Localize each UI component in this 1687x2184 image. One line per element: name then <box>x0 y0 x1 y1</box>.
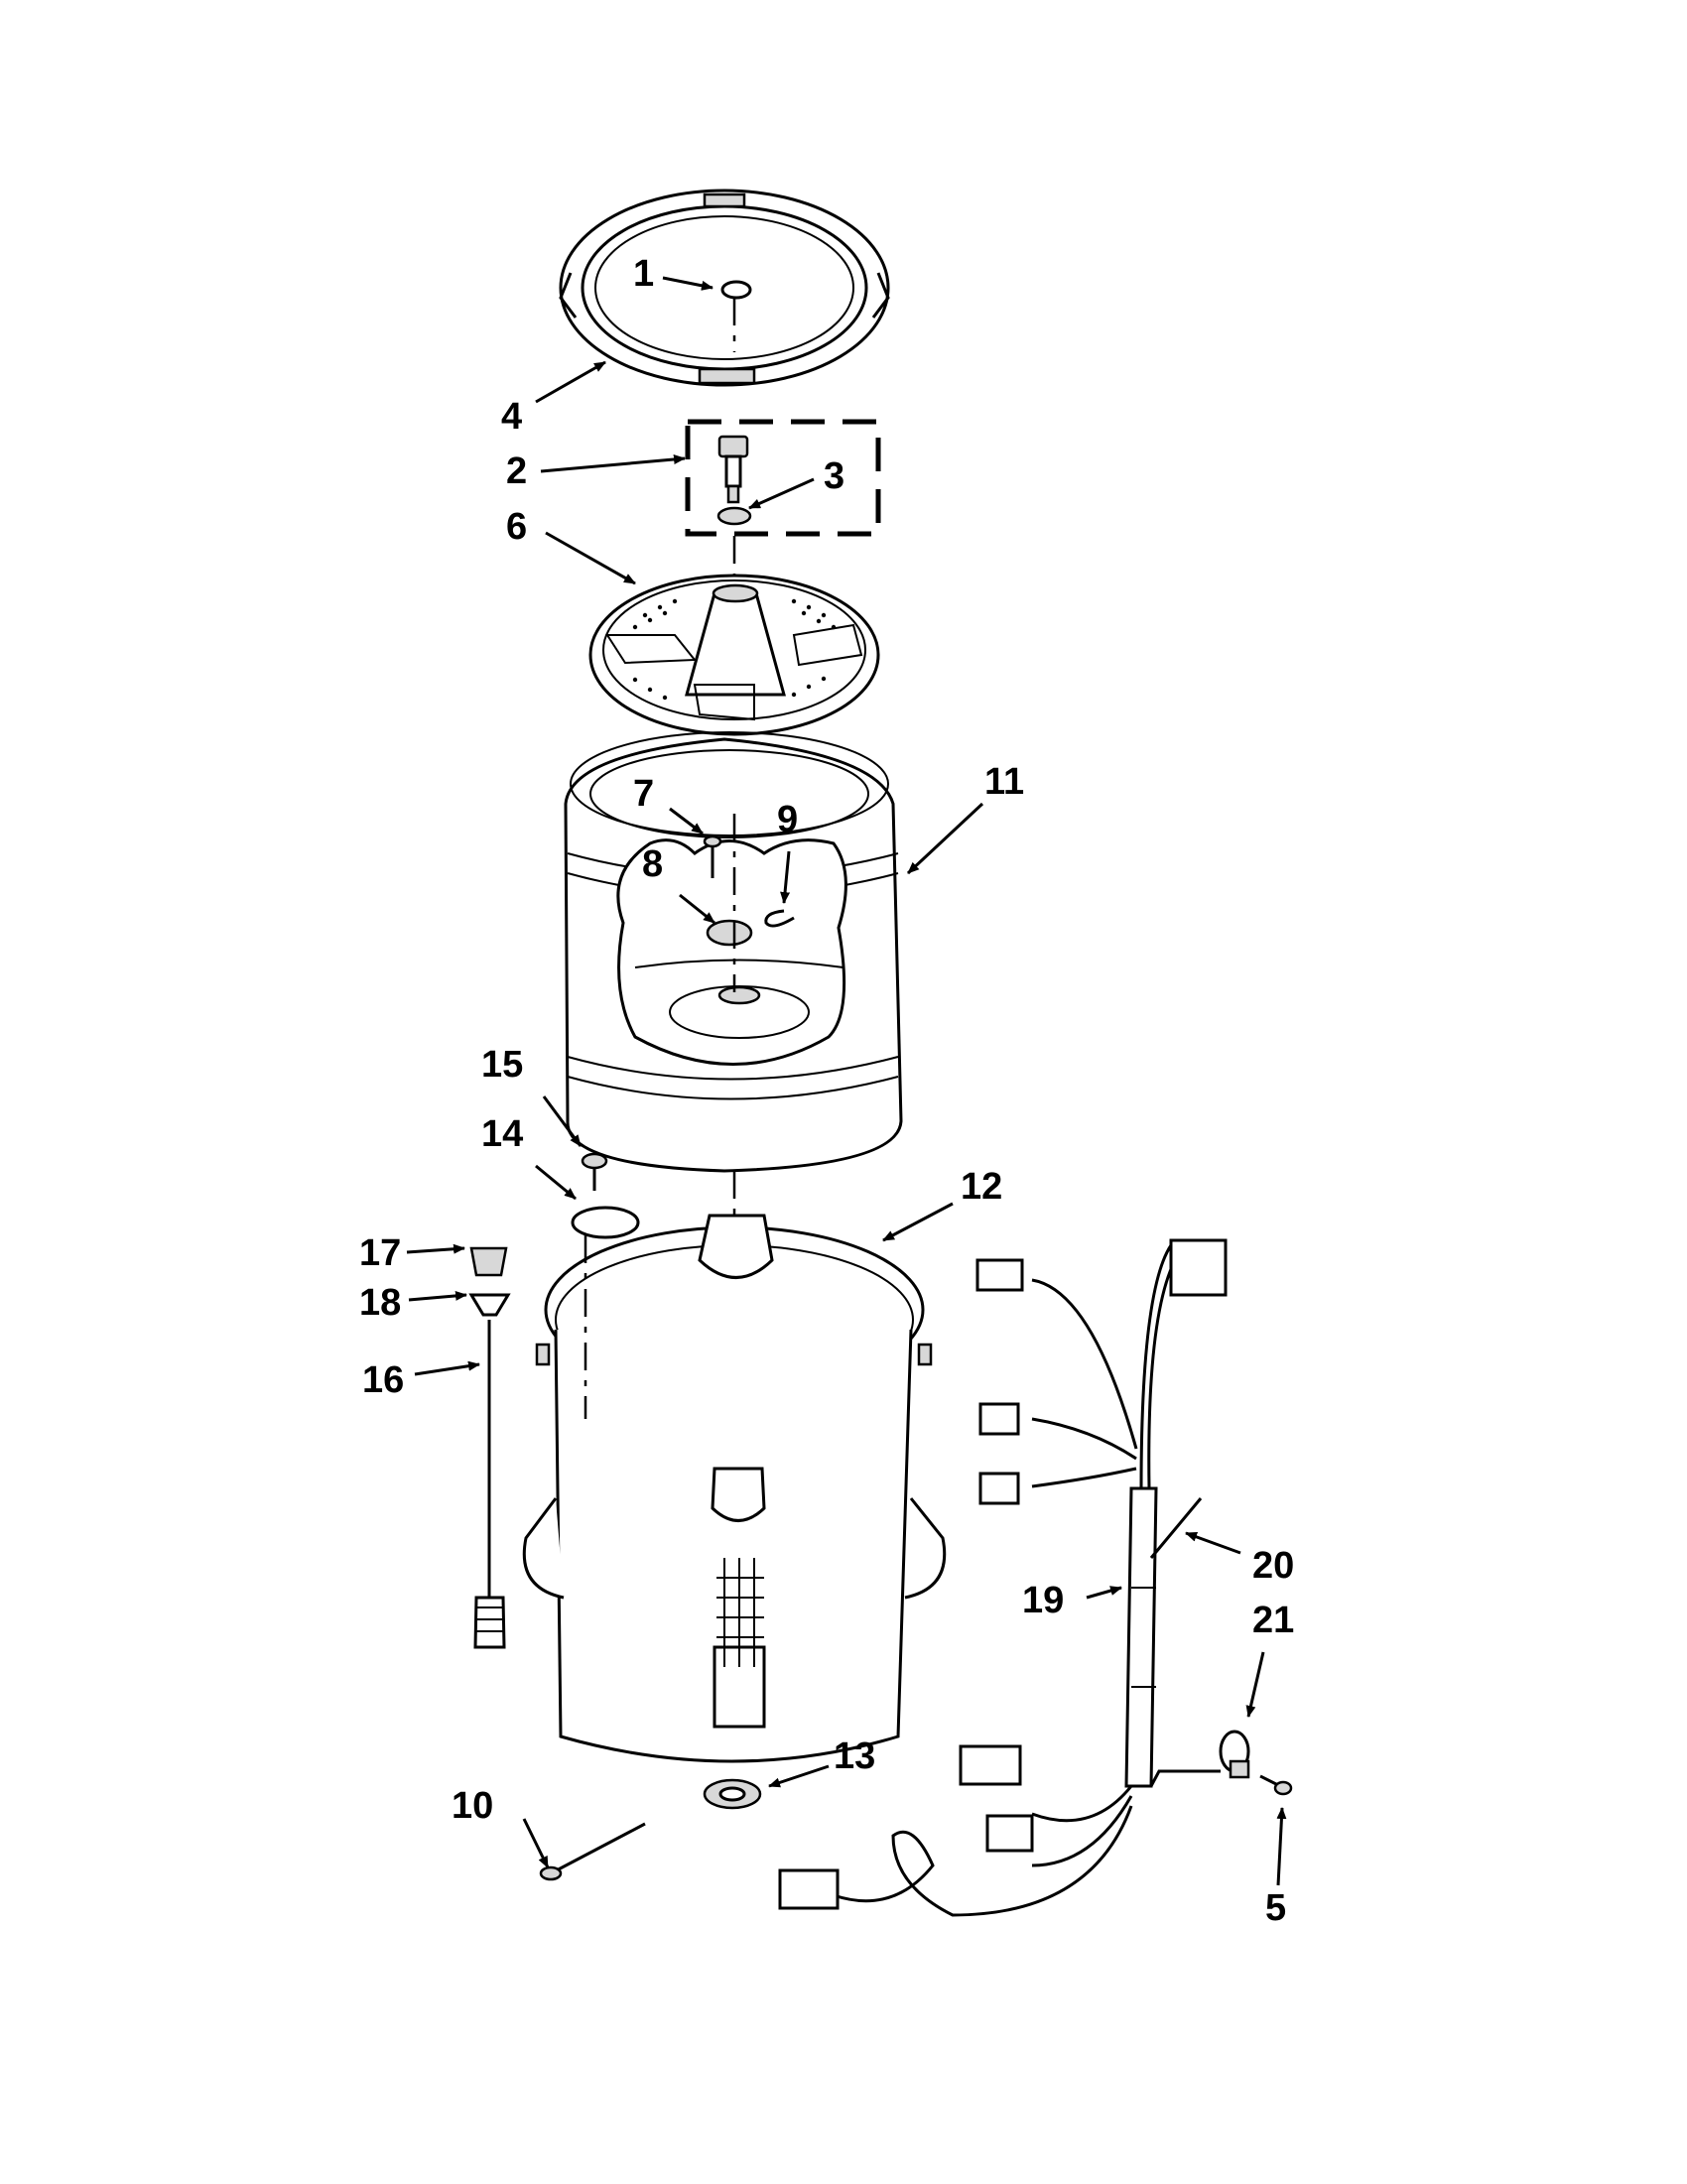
suspension-rod <box>473 1320 506 1649</box>
bracket-screw <box>581 1152 608 1191</box>
label-12: 12 <box>961 1166 1002 1208</box>
label-6: 6 <box>506 506 527 548</box>
agitator-bolt <box>717 435 749 504</box>
label-1: 1 <box>633 253 654 295</box>
label-7: 7 <box>633 773 654 815</box>
temperature-probe <box>539 1822 646 1881</box>
label-14: 14 <box>481 1113 523 1155</box>
label-2: 2 <box>506 450 527 492</box>
label-13: 13 <box>834 1735 875 1777</box>
drive-hub <box>706 919 753 947</box>
label-16: 16 <box>362 1359 404 1401</box>
drain-tube <box>1149 1497 1203 1559</box>
label-5: 5 <box>1265 1887 1286 1929</box>
label-9: 9 <box>777 799 798 840</box>
part-number-labels: 1 4 2 3 6 7 11 9 8 15 14 12 17 18 16 20 … <box>359 253 1294 1929</box>
wire-harness <box>778 1238 1228 1917</box>
outer-tub <box>522 1214 947 1763</box>
tub-seal <box>703 1778 762 1810</box>
label-8: 8 <box>642 843 663 885</box>
wash-basket <box>564 731 903 1173</box>
label-15: 15 <box>481 1044 523 1086</box>
harness-clamp <box>1219 1730 1250 1779</box>
damper-cup <box>468 1293 511 1317</box>
label-11: 11 <box>984 761 1024 803</box>
hub-screw <box>703 835 722 878</box>
label-4: 4 <box>501 396 522 438</box>
label-19: 19 <box>1022 1580 1064 1621</box>
leader-arrows <box>406 276 1287 1886</box>
suspension-bracket <box>571 1206 640 1239</box>
label-3: 3 <box>824 455 844 497</box>
label-20: 20 <box>1252 1545 1294 1587</box>
damper-cap <box>469 1246 508 1277</box>
clamp-screw <box>1259 1774 1293 1796</box>
bolt-washer <box>716 506 752 526</box>
tub-ring-plug <box>720 280 752 300</box>
label-21: 21 <box>1252 1600 1294 1641</box>
label-18: 18 <box>359 1282 401 1324</box>
label-10: 10 <box>452 1785 493 1827</box>
label-17: 17 <box>359 1232 401 1274</box>
agitator-bolt-kit-box <box>685 419 881 537</box>
impeller <box>588 574 880 736</box>
hub-clip <box>764 909 795 928</box>
